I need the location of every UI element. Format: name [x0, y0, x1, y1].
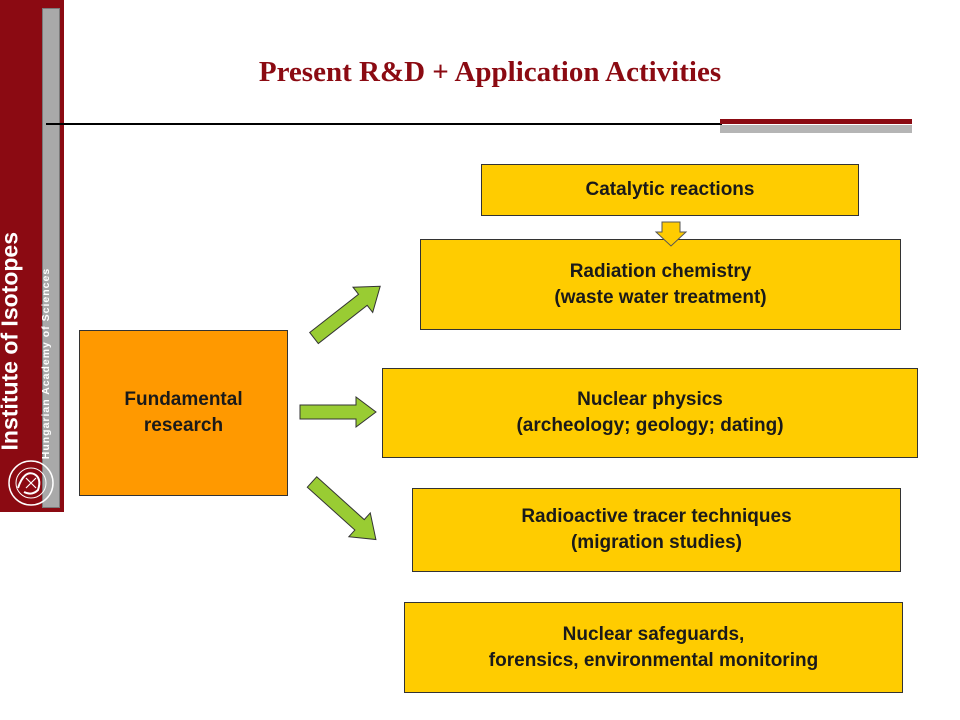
fundamental-label-line2: research: [143, 415, 224, 436]
tracer-label-line2: (migration studies): [570, 532, 742, 553]
institute-name: Institute of Isotopes: [0, 232, 23, 451]
radiation-chemistry-box: Radiation chemistry (waste water treatme…: [420, 239, 901, 330]
institute-logo-icon: [8, 460, 54, 506]
catalytic-label: Catalytic reactions: [585, 179, 755, 201]
nuclear-physics-box: Nuclear physics (archeology; geology; da…: [382, 368, 918, 458]
banner-stripe: [42, 8, 60, 508]
academy-name-wrap: Hungarian Academy of Sciences: [39, 0, 60, 470]
nuclear-safeguards-box: Nuclear safeguards, forensics, environme…: [404, 602, 903, 693]
fundamental-research-box: Fundamental research: [79, 330, 288, 496]
radiation-label-line1: Radiation chemistry: [569, 260, 752, 282]
institute-name-wrap: Institute of Isotopes: [0, 0, 42, 470]
arrow-to-tracer-icon: [306, 476, 377, 541]
title-rule: [46, 123, 722, 125]
title-rule-accent: [720, 119, 912, 133]
safeguards-label-line1: Nuclear safeguards,: [562, 623, 745, 645]
safeguards-label-line2: forensics, environmental monitoring: [488, 649, 819, 671]
tracer-techniques-box: Radioactive tracer techniques (migration…: [412, 488, 901, 572]
tracer-label-line1: Radioactive tracer techniques: [521, 506, 792, 528]
fundamental-label-line1: Fundamental: [124, 389, 243, 411]
academy-name: Hungarian Academy of Sciences: [39, 267, 52, 459]
nuclear-physics-label-line1: Nuclear physics: [577, 389, 723, 411]
page-title: Present R&D + Application Activities: [258, 56, 722, 88]
arrow-to-nuclear-physics-icon: [299, 396, 377, 428]
catalytic-reactions-box: Catalytic reactions: [481, 164, 859, 216]
side-banner: Institute of Isotopes Hungarian Academy …: [0, 0, 64, 512]
nuclear-physics-label-line2: (archeology; geology; dating): [516, 415, 784, 436]
radiation-label-line2: (waste water treatment): [554, 286, 767, 308]
arrow-to-radiation-icon: [308, 285, 381, 345]
